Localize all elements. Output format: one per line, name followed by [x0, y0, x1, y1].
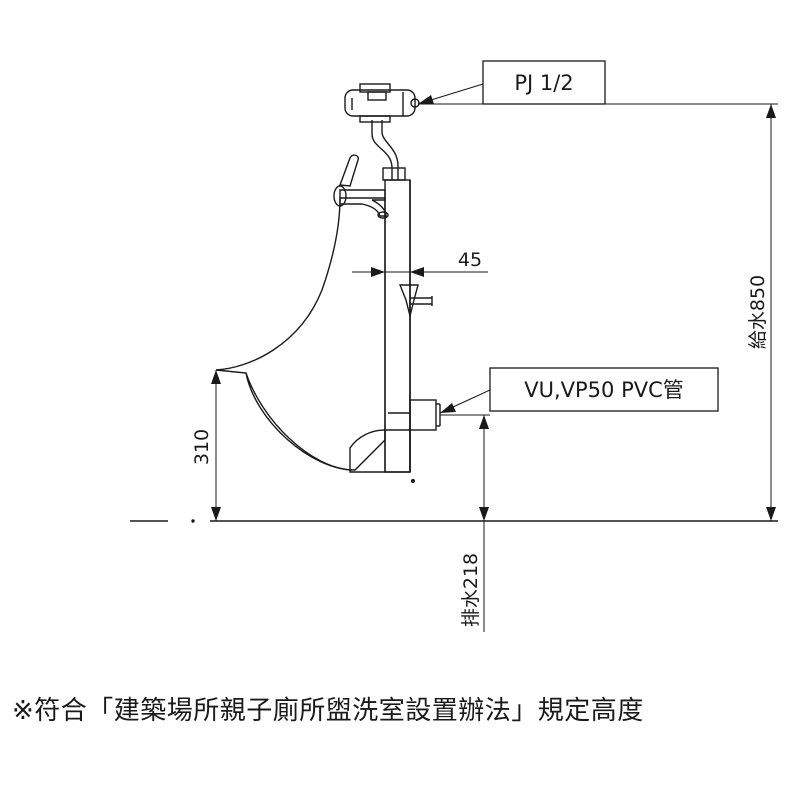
wall-offset-label: 45 — [458, 249, 482, 271]
drain-callout-box — [489, 367, 719, 412]
drain-height-label: 排水218 — [460, 553, 482, 627]
drain-pipe-label: VU,VP50 PVC管 — [524, 378, 684, 402]
supply-height-label: 給水850 — [747, 275, 769, 349]
rim-height-label: 310 — [191, 429, 213, 465]
flush-lever — [339, 154, 360, 187]
supply-riser — [371, 120, 399, 180]
urinal-back-panel — [384, 179, 411, 473]
urinal-bowl-outline — [215, 197, 386, 471]
flush-valve-body — [344, 83, 420, 123]
urinal-front-profile — [245, 372, 353, 471]
supply-fitting-label: PJ 1/2 — [514, 71, 573, 95]
spout — [339, 189, 387, 217]
drain-stub — [409, 399, 437, 431]
wall-hanger — [398, 284, 419, 317]
footnote: ※符合「建築場所親子廁所盥洗室設置辦法」規定高度 — [12, 696, 644, 726]
supply-callout-box — [482, 60, 606, 105]
